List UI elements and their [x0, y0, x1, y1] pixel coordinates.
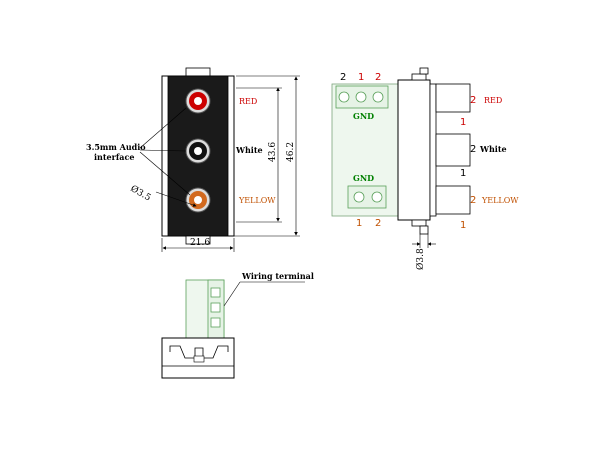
red-jack-icon: [185, 88, 211, 114]
white-jack-icon: [185, 138, 211, 164]
bottom-view: Wiring terminal: [161, 271, 314, 379]
hole-dim-line: [155, 191, 197, 207]
side-bottom-clip-tip: [419, 225, 429, 235]
bottom-pin-1: 1: [356, 218, 362, 229]
top-pin-3: 2: [375, 72, 381, 83]
front-bottom-tab: [185, 235, 211, 245]
top-pin-2: 1: [358, 72, 364, 83]
terminal-callout-line: [223, 281, 241, 307]
wiring-terminal-slot-3: [210, 317, 221, 328]
right-white-2: 2: [470, 144, 476, 155]
front-red-label: RED: [239, 97, 257, 106]
width-dim-label: 21.6: [190, 238, 210, 248]
front-white-label: White: [235, 145, 263, 155]
callout-line-red: [139, 107, 187, 149]
bottom-terminal-screw-2: [371, 191, 383, 203]
side-top-clip: [411, 73, 427, 81]
side-top-clip-tip: [419, 67, 429, 75]
top-gnd-label: GND: [353, 111, 374, 121]
bottom-center-notch: [193, 355, 205, 363]
bottom-gnd-label: GND: [353, 173, 374, 183]
wiring-terminal-label: Wiring terminal: [241, 271, 314, 281]
side-faceplate: [429, 83, 437, 217]
right-red-1: 1: [460, 117, 466, 128]
front-top-tab: [185, 67, 211, 77]
bottom-clip-profile: [169, 345, 229, 359]
pin-dim-label: Ø3.8: [415, 248, 426, 270]
right-white-1: 1: [460, 168, 466, 179]
bottom-terminal-block: [347, 185, 387, 209]
front-yellow-label: YELLOW: [238, 196, 276, 205]
hole-dim-label: Ø3.5: [129, 183, 154, 204]
right-white-label: White: [479, 144, 507, 154]
right-yellow-2: 2: [470, 195, 476, 206]
callout-line-white: [139, 149, 187, 152]
top-pin-1: 2: [340, 72, 346, 83]
top-terminal-screw-3: [372, 91, 384, 103]
audio-interface-label-1: 3.5mm Audio: [86, 142, 146, 152]
audio-interface-label-2: interface: [94, 152, 134, 162]
yellow-connector-shape: [435, 185, 471, 215]
bottom-pin-2: 2: [375, 218, 381, 229]
bottom-terminal-screw-1: [353, 191, 365, 203]
callout-line-yellow: [139, 151, 191, 196]
white-connector-shape: [435, 133, 471, 167]
side-housing: [397, 79, 431, 221]
right-red-label: RED: [484, 96, 502, 105]
right-red-2: 2: [470, 95, 476, 106]
yellow-jack-icon: [185, 187, 211, 213]
side-bottom-clip: [411, 219, 427, 227]
wiring-terminal-slot-1: [210, 287, 221, 298]
outer-height-dim-label: 46.2: [286, 142, 296, 162]
red-connector-shape: [435, 83, 471, 113]
right-yellow-1: 1: [460, 220, 466, 231]
top-terminal-screw-1: [338, 91, 350, 103]
right-yellow-label: YELLOW: [481, 196, 519, 205]
front-view: RED White YELLOW 3.5mm Audio interface Ø…: [86, 67, 300, 252]
top-terminal-screw-2: [355, 91, 367, 103]
side-view: 2 1 2 GND GND 1 2 2 RED 1 2 White 1 2 YE…: [331, 67, 519, 270]
inner-height-dim-label: 43.6: [268, 142, 278, 162]
wiring-terminal-slot-2: [210, 302, 221, 313]
